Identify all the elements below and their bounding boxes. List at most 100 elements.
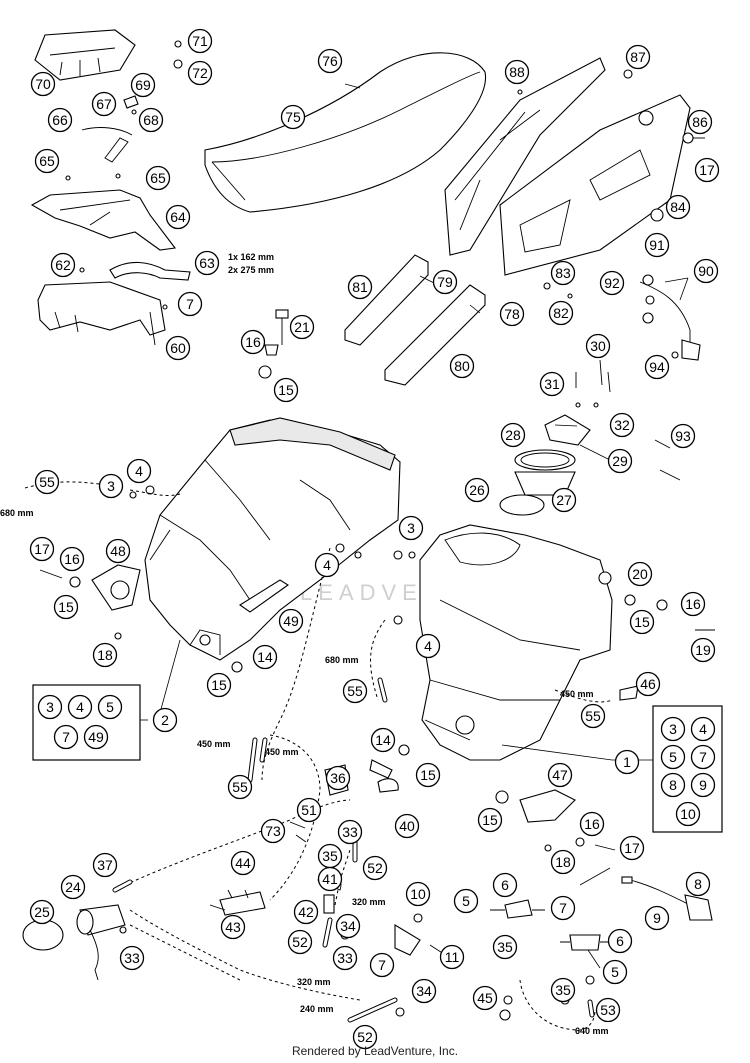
callout-90-label: 90 <box>698 263 714 279</box>
callout-87-label: 87 <box>630 49 646 65</box>
callout-76: 76 <box>317 48 343 74</box>
callout-41-label: 41 <box>322 871 338 887</box>
callout-9-label: 9 <box>653 910 661 926</box>
callout-27: 27 <box>551 487 577 513</box>
callout-33: 33 <box>337 819 363 845</box>
fuel-tap-valves <box>490 899 612 1005</box>
callout-17-label: 17 <box>624 840 640 856</box>
callout-3-label: 3 <box>107 478 115 494</box>
footer-credit: Rendered by LeadVenture, Inc. <box>291 1044 459 1058</box>
callout-6: 6 <box>607 928 633 954</box>
callout-5-label: 5 <box>462 893 470 909</box>
callout-35: 35 <box>317 843 343 869</box>
callout-20: 20 <box>627 561 653 587</box>
callout-33: 33 <box>332 945 358 971</box>
callout-47-label: 47 <box>552 767 568 783</box>
side-panel-right <box>499 94 691 276</box>
callout-65: 65 <box>145 165 171 191</box>
callout-73: 73 <box>260 818 286 844</box>
callout-68: 68 <box>138 107 164 133</box>
leader-lines <box>157 83 689 969</box>
callout-8: 8 <box>685 871 711 897</box>
callout-15: 15 <box>415 762 441 788</box>
callout-62: 62 <box>50 252 76 278</box>
kit-right-callout-8: 8 <box>660 772 686 798</box>
callout-26-label: 26 <box>469 482 485 498</box>
callout-15-label: 15 <box>58 599 74 615</box>
callout-65-label: 65 <box>39 153 55 169</box>
callout-24-label: 24 <box>65 879 81 895</box>
kit-right-callout-7: 7 <box>690 744 716 770</box>
fuel-tap-right <box>495 789 616 852</box>
callout-40-label: 40 <box>399 818 415 834</box>
callout-3-label: 3 <box>407 520 415 536</box>
callout-8-label: 8 <box>694 876 702 892</box>
callout-46-label: 46 <box>640 676 656 692</box>
fuel-pump <box>22 904 127 981</box>
side-panel-pads <box>344 254 486 386</box>
callout-7: 7 <box>177 291 203 317</box>
callout-79: 79 <box>432 269 458 295</box>
kit-right-callout-3-label: 3 <box>669 721 677 737</box>
callout-31: 31 <box>539 371 565 397</box>
callout-83-label: 83 <box>555 265 571 281</box>
callout-70-label: 70 <box>35 76 51 92</box>
callout-17: 17 <box>694 157 720 183</box>
callout-55-label: 55 <box>39 474 55 490</box>
callout-7-label: 7 <box>378 957 386 973</box>
callout-18-label: 18 <box>97 647 113 663</box>
kit-right-callout-3: 3 <box>660 716 686 742</box>
callout-55-label: 55 <box>232 779 248 795</box>
callout-45-label: 45 <box>477 990 493 1006</box>
callout-42-label: 42 <box>298 904 314 920</box>
svg-text:640 mm: 640 mm <box>575 1026 609 1036</box>
kit-right-callout-5-label: 5 <box>669 749 677 765</box>
callout-15: 15 <box>477 807 503 833</box>
callout-15: 15 <box>53 594 79 620</box>
callout-21-label: 21 <box>294 319 310 335</box>
callout-11-label: 11 <box>445 949 460 965</box>
fuel-tap-left <box>39 564 141 640</box>
callout-17: 17 <box>29 536 55 562</box>
kit-left-callout-3-label: 3 <box>46 699 54 715</box>
callout-76-label: 76 <box>322 53 338 69</box>
callout-35-label: 35 <box>555 982 571 998</box>
callout-80-label: 80 <box>454 358 470 374</box>
callout-16-label: 16 <box>584 816 600 832</box>
callout-75: 75 <box>280 104 306 130</box>
callout-55: 55 <box>342 678 368 704</box>
callout-66: 66 <box>47 107 73 133</box>
callout-4-label: 4 <box>323 557 331 573</box>
callout-60-label: 60 <box>170 340 186 356</box>
callout-7-label: 7 <box>559 900 567 916</box>
svg-text:320 mm: 320 mm <box>352 897 386 907</box>
callout-75-label: 75 <box>285 109 301 125</box>
callout-31-label: 31 <box>544 376 560 392</box>
callout-29-label: 29 <box>612 453 628 469</box>
callout-15-label: 15 <box>278 382 294 398</box>
callout-82: 82 <box>548 300 574 326</box>
callout-55: 55 <box>34 469 60 495</box>
callout-91: 91 <box>644 232 670 258</box>
callout-16: 16 <box>59 546 85 572</box>
callout-2-label: 2 <box>161 712 169 728</box>
callout-55: 55 <box>580 703 606 729</box>
kit-right-callout-5: 5 <box>660 744 686 770</box>
callout-11: 11 <box>439 944 465 970</box>
callout-4-label: 4 <box>135 463 143 479</box>
callout-18-label: 18 <box>555 854 571 870</box>
fender-bracket <box>109 261 191 281</box>
callout-28-label: 28 <box>505 427 521 443</box>
kit-right-callout-7-label: 7 <box>699 749 707 765</box>
panel-hardware <box>517 69 705 299</box>
callout-28: 28 <box>500 422 526 448</box>
kit-left-callout-49-label: 49 <box>88 729 104 745</box>
relay-bracket <box>209 889 266 916</box>
callout-14: 14 <box>370 727 396 753</box>
callout-55: 55 <box>227 774 253 800</box>
callout-35-label: 35 <box>322 848 338 864</box>
callout-51-label: 51 <box>301 802 317 818</box>
callout-48: 48 <box>105 538 131 564</box>
callout-69-label: 69 <box>135 77 151 93</box>
callout-4-label: 4 <box>424 638 432 654</box>
